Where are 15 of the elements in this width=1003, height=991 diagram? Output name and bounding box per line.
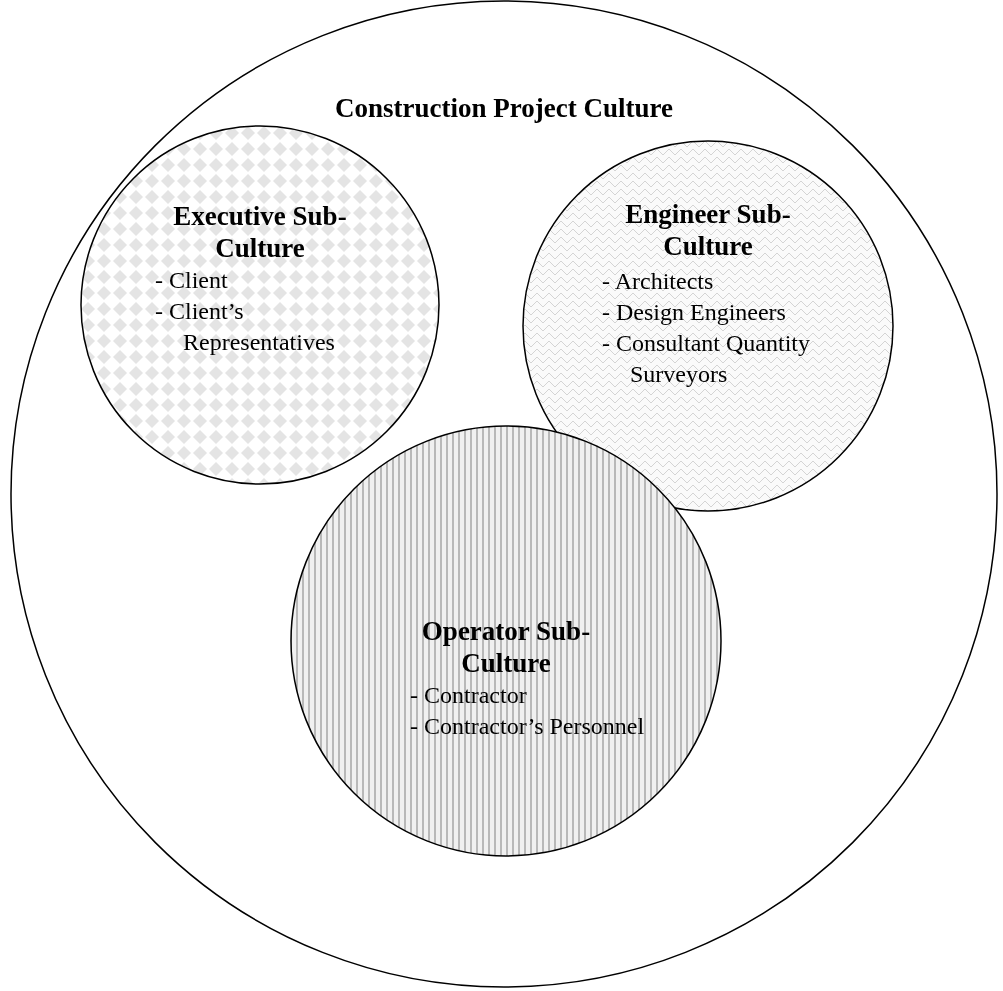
list-item: - Architects bbox=[602, 267, 715, 296]
list-item: - Contractor’s Personnel bbox=[410, 712, 646, 741]
list-item: - Consultant Quantity Surveyors bbox=[602, 329, 811, 389]
circle-heading: Engineer Sub-Culture bbox=[624, 198, 792, 262]
subculture-circle bbox=[80, 125, 440, 485]
list-item: - Design Engineers bbox=[602, 298, 787, 327]
list-item: - Contractor bbox=[410, 681, 528, 710]
subculture-circle bbox=[522, 140, 894, 512]
circle-heading: Executive Sub-Culture bbox=[172, 200, 348, 264]
circle-heading: Operator Sub-Culture bbox=[420, 615, 592, 679]
list-item: - Client’s Representatives bbox=[155, 297, 336, 357]
culture-circle bbox=[10, 0, 998, 988]
circle-heading: Construction Project Culture bbox=[334, 92, 674, 124]
subculture-circle bbox=[290, 425, 722, 857]
list-item: - Client bbox=[155, 266, 229, 295]
